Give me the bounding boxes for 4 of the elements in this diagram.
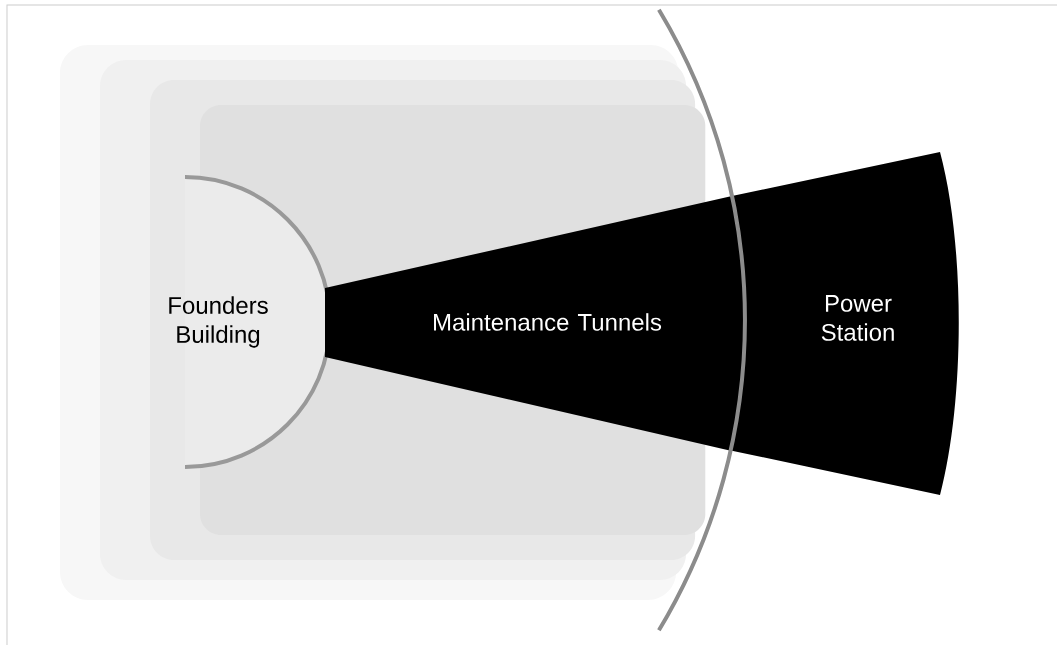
power-station-wedge: Power Station [730, 152, 959, 495]
founders-building-area: Founders Building [169, 296, 268, 348]
tunnel-wedge: Maintenance Tunnels [325, 196, 745, 451]
node-label: Power Station [821, 295, 894, 341]
